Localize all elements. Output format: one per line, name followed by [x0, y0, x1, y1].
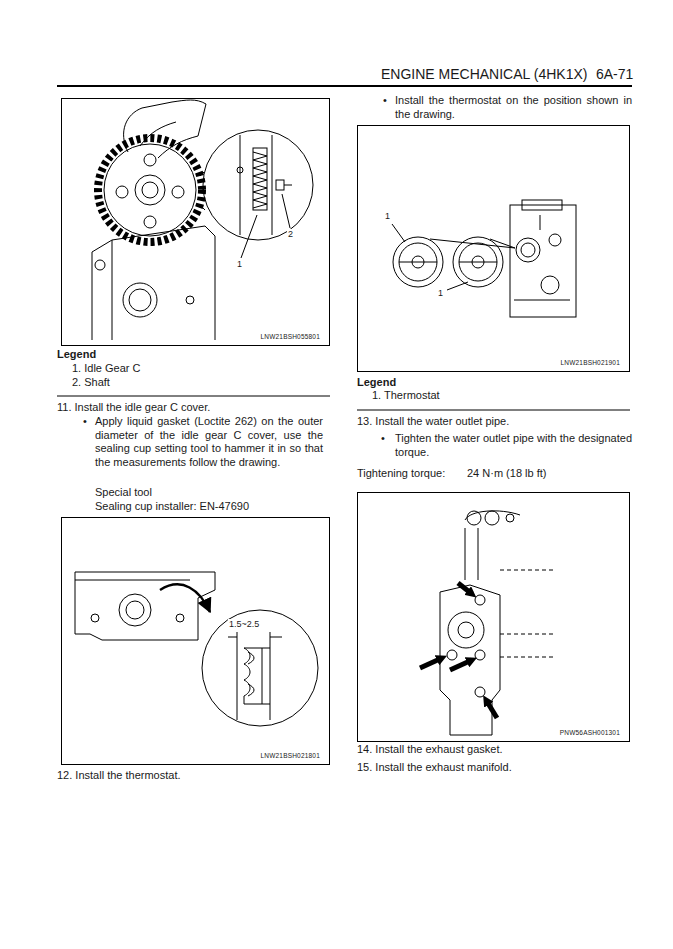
cover-illustration — [75, 572, 318, 726]
legend-entry: 2. Shaft — [72, 376, 110, 390]
figure-frame: 1 2LNW21BSH055801 — [61, 98, 330, 346]
rules — [57, 86, 632, 410]
legend-heading: Legend — [57, 348, 96, 362]
dimension-label: 1.5~2.5 — [228, 619, 260, 629]
figure-code: PNW56ASH001301 — [559, 728, 621, 738]
legend-entry: 1. Thermostat — [372, 389, 440, 403]
tool-name: Sealing cup installer: EN-47690 — [95, 500, 249, 514]
bullet: • — [83, 415, 87, 429]
instruction-text: Install the thermostat on the position s… — [395, 94, 632, 121]
torque-heading: Tightening torque: — [357, 467, 445, 481]
instruction-text: Tighten the water outlet pipe with the d… — [395, 432, 632, 459]
figure-code: LNW21BSH021901 — [559, 358, 621, 368]
page-number: 6A-71 — [596, 66, 633, 82]
page-title: ENGINE MECHANICAL (4HK1X) — [381, 66, 587, 82]
water-outlet-illustration — [420, 511, 556, 735]
instruction-text: Apply liquid gasket (Loctite 262) on the… — [95, 415, 323, 470]
callout-number: 1 — [384, 211, 391, 221]
figure-frame: 1 1LNW21BSH021901 — [357, 125, 630, 372]
figure-code: LNW21BSH021801 — [259, 751, 321, 761]
figure-frame: PNW56ASH001301 — [357, 492, 630, 742]
callout-number: 2 — [287, 229, 294, 239]
bullet: • — [383, 94, 387, 108]
callout-number: 1 — [236, 259, 243, 269]
step-text: 11. Install the idle gear C cover. — [57, 401, 210, 415]
step-text: 15. Install the exhaust manifold. — [357, 761, 512, 775]
step-text: 13. Install the water outlet pipe. — [357, 415, 509, 429]
callout-number: 1 — [437, 288, 444, 298]
idle-gear-illustration — [92, 100, 313, 340]
figure-frame: 1.5~2.5LNW21BSH021801 — [61, 517, 330, 765]
step-text: 12. Install the thermostat. — [57, 769, 181, 783]
step-text: 14. Install the exhaust gasket. — [357, 743, 503, 757]
figure-code: LNW21BSH055801 — [259, 332, 321, 342]
thermostat-illustration — [392, 200, 576, 317]
legend-heading: Legend — [357, 376, 396, 390]
torque-value: 24 N·m (18 lb ft) — [467, 467, 546, 481]
tool-heading: Special tool — [95, 486, 152, 500]
bullet: • — [381, 432, 385, 446]
legend-entry: 1. Idle Gear C — [72, 362, 140, 376]
